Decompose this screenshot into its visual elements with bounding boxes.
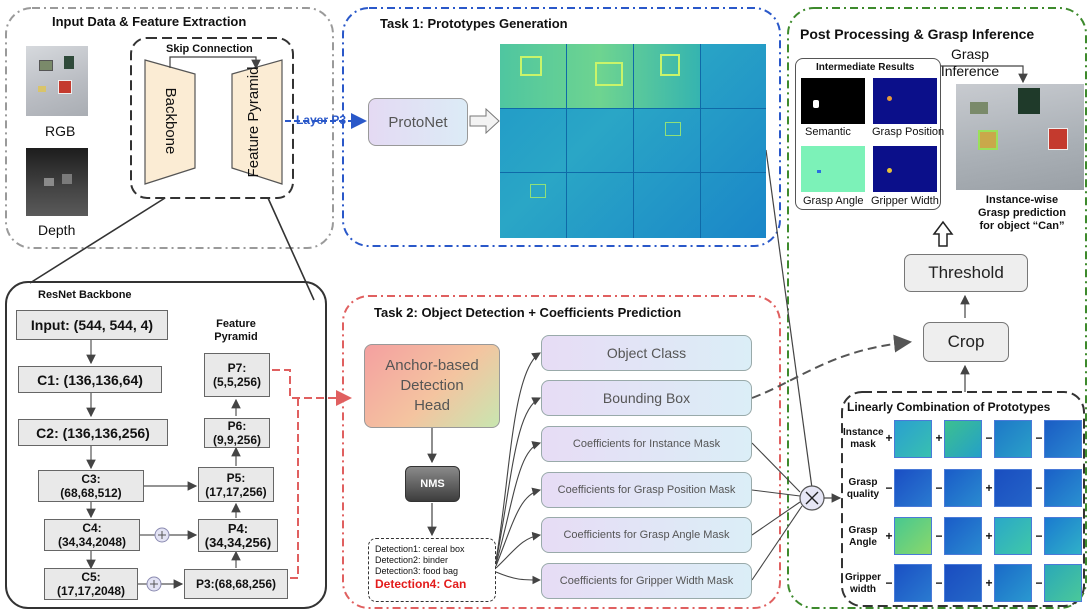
prototype-tile — [1044, 420, 1082, 458]
post-title: Post Processing & Grasp Inference — [800, 26, 1035, 42]
grasp-angle-label: Grasp Angle — [803, 195, 864, 207]
p4-box: P4:(34,34,256) — [198, 519, 278, 552]
prototype-tile — [894, 420, 932, 458]
input-panel-title: Input Data & Feature Extraction — [52, 14, 247, 29]
op: − — [885, 481, 893, 495]
prototype-tile — [944, 564, 982, 602]
op: − — [1035, 529, 1043, 543]
c3-box: C3:(68,68,512) — [38, 470, 144, 502]
op: + — [985, 576, 993, 590]
coef-grasp-angle-box: Coefficients for Grasp Angle Mask — [541, 517, 752, 553]
task1-title: Task 1: Prototypes Generation — [380, 16, 568, 31]
prototype-tile — [994, 517, 1032, 555]
protonet-box: ProtoNet — [368, 98, 468, 146]
p5-box: P5:(17,17,256) — [198, 467, 274, 502]
prototype-tile — [994, 420, 1032, 458]
semantic-label: Semantic — [805, 126, 851, 138]
crop-box: Crop — [923, 322, 1009, 362]
linear-title: Linearly Combination of Prototypes — [847, 400, 1051, 414]
rgb-label: RGB — [45, 123, 76, 139]
grasp-position-label: Grasp Position — [872, 126, 945, 138]
backbone-label: Backbone — [162, 87, 179, 155]
detections-box: Detection1: cereal box Detection2: binde… — [368, 538, 496, 602]
gripper-width-label: Gripper Width — [871, 195, 939, 207]
task2-title: Task 2: Object Detection + Coefficients … — [374, 305, 682, 320]
op: − — [1035, 481, 1043, 495]
prototype-tile — [994, 564, 1032, 602]
input-box: Input: (544, 544, 4) — [16, 310, 168, 340]
prototype-tile — [944, 517, 982, 555]
op: − — [935, 576, 943, 590]
op: − — [1035, 576, 1043, 590]
pyramid-label: Feature Pyramid — [245, 66, 262, 178]
prototype-tile — [1044, 564, 1082, 602]
input-panel-border — [5, 7, 334, 249]
resnet-title: ResNet Backbone — [38, 289, 132, 301]
rgb-image — [26, 46, 88, 116]
op: + — [985, 481, 993, 495]
skip-connection-label: Skip Connection — [166, 43, 253, 55]
intermediate-title: Intermediate Results — [816, 62, 915, 73]
bounding-box-box: Bounding Box — [541, 380, 752, 416]
op: + — [885, 431, 893, 445]
grasp-inference-label: Grasp Inference — [940, 46, 1000, 79]
op: + — [985, 529, 993, 543]
op: + — [935, 431, 943, 445]
coef-grasp-position-box: Coefficients for Grasp Position Mask — [541, 472, 752, 508]
hollow-arrow — [469, 107, 500, 135]
coef-gripper-width-box: Coefficients for Gripper Width Mask — [541, 563, 752, 599]
prototypes-grid — [500, 44, 766, 238]
prototype-tile — [894, 517, 932, 555]
op: − — [885, 576, 893, 590]
gripper-width-image — [873, 146, 937, 192]
pyramid-trapezoid — [231, 59, 283, 185]
grasp-result-image — [956, 84, 1084, 190]
prototype-tile — [994, 469, 1032, 507]
depth-image — [26, 148, 88, 216]
prototype-tile — [1044, 517, 1082, 555]
hollow-up-arrow — [932, 220, 954, 247]
prototype-tile — [894, 564, 932, 602]
prototype-tile — [1044, 469, 1082, 507]
nms-box: NMS — [405, 466, 460, 502]
op: − — [935, 529, 943, 543]
op: − — [935, 481, 943, 495]
task2-panel-border — [342, 295, 781, 609]
instance-caption: Instance-wise Grasp prediction for objec… — [977, 194, 1067, 232]
grasp-position-image — [873, 78, 937, 124]
object-class-box: Object Class — [541, 335, 752, 371]
threshold-box: Threshold — [904, 254, 1028, 292]
p7-box: P7:(5,5,256) — [204, 353, 270, 397]
op: + — [885, 529, 893, 543]
c2-box: C2: (136,136,256) — [18, 419, 168, 446]
p6-box: P6:(9,9,256) — [204, 418, 270, 448]
coef-instance-box: Coefficients for Instance Mask — [541, 426, 752, 462]
depth-label: Depth — [38, 222, 76, 238]
c1-box: C1: (136,136,64) — [18, 366, 162, 393]
p3-box: P3:(68,68,256) — [184, 569, 288, 599]
c4-box: C4:(34,34,2048) — [44, 519, 140, 551]
layer-p3-label: Layer P3 — [296, 113, 347, 127]
c5-box: C5:(17,17,2048) — [44, 568, 138, 600]
prototype-tile — [944, 469, 982, 507]
op: − — [985, 431, 993, 445]
prototype-tile — [894, 469, 932, 507]
task1-panel-border — [342, 7, 781, 247]
prototype-tile — [944, 420, 982, 458]
op: − — [1035, 431, 1043, 445]
backbone-trapezoid — [144, 59, 196, 185]
semantic-image — [801, 78, 865, 124]
encoder-frame — [130, 37, 294, 199]
grasp-angle-image — [801, 146, 865, 192]
